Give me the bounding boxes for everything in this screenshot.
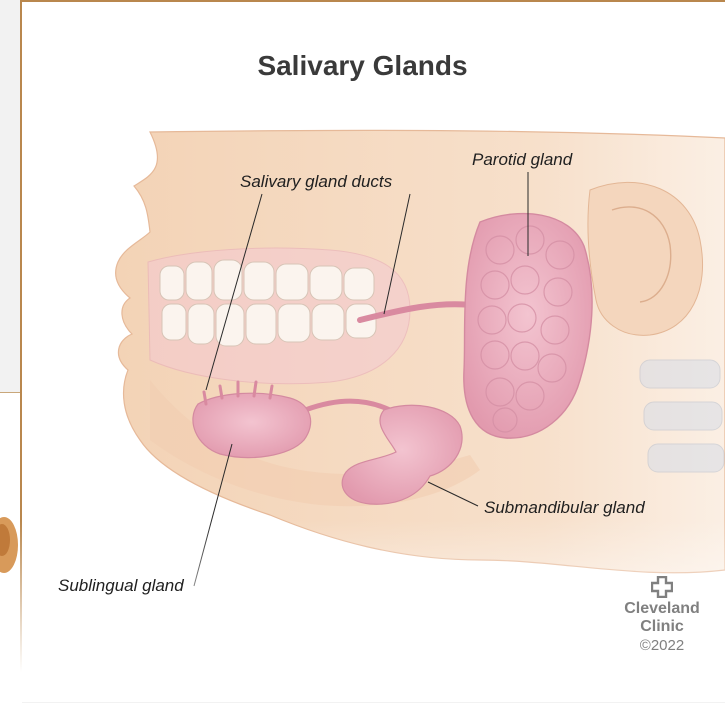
logo-line-1: Cleveland [612,600,712,618]
neck-vertebrae [640,360,724,472]
label-parotid-gland: Parotid gland [472,150,572,170]
label-salivary-gland-ducts: Salivary gland ducts [240,172,392,192]
copyright-text: ©2022 [612,636,712,656]
sublingual-gland [193,393,311,457]
diagram-title: Salivary Glands [0,50,725,82]
cleveland-clinic-logo: Cleveland Clinic ©2022 [612,576,712,656]
cleveland-clinic-cross-icon [651,576,673,598]
label-submandibular-gland: Submandibular gland [484,498,645,518]
logo-line-2: Clinic [612,618,712,636]
label-sublingual-gland: Sublingual gland [58,576,184,596]
